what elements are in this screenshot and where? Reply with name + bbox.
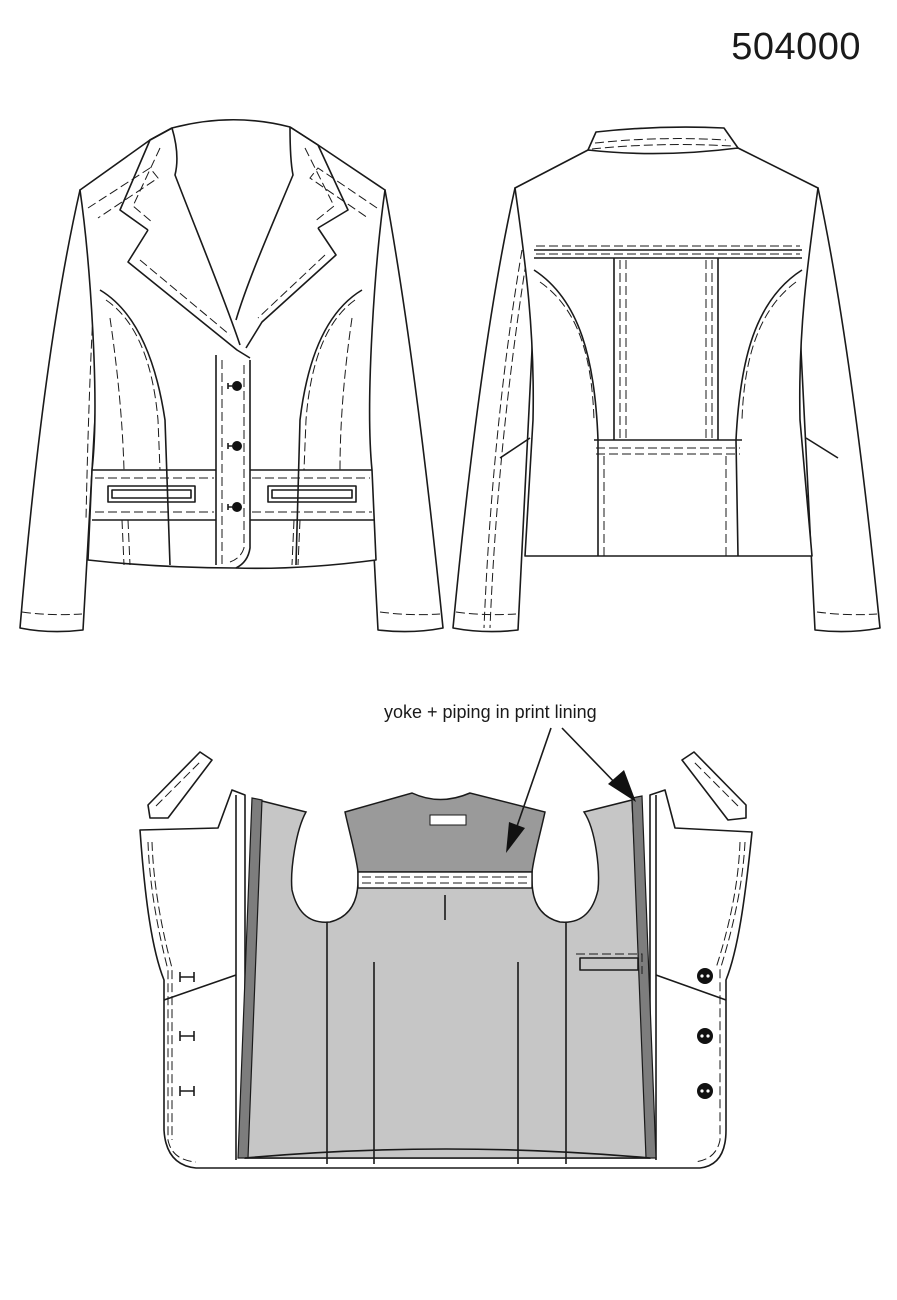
arrow-piping bbox=[608, 770, 636, 802]
inside-view bbox=[139, 751, 753, 1169]
jacket-shell bbox=[139, 789, 753, 1169]
arrow-yoke bbox=[506, 822, 525, 853]
welt-pocket bbox=[267, 485, 357, 503]
model-number: 504000 bbox=[731, 26, 861, 68]
buttonhole bbox=[179, 1031, 195, 1041]
piping-right bbox=[631, 795, 657, 1159]
back-right-sleeve bbox=[799, 187, 881, 633]
button bbox=[232, 502, 242, 512]
front-view bbox=[19, 118, 444, 633]
label-tag bbox=[429, 814, 467, 826]
buttonhole bbox=[179, 972, 195, 982]
callout-arrows bbox=[506, 727, 636, 853]
button bbox=[697, 1083, 713, 1099]
button bbox=[697, 1028, 713, 1044]
lining-yoke bbox=[344, 792, 546, 873]
neck-facing-band bbox=[357, 871, 533, 889]
welt-pocket bbox=[107, 485, 196, 503]
front-body bbox=[79, 118, 386, 570]
button bbox=[232, 381, 242, 391]
left-lapel-tip bbox=[147, 751, 213, 819]
inner-pocket bbox=[579, 957, 639, 971]
back-view bbox=[452, 126, 881, 633]
front-waistband bbox=[92, 469, 374, 521]
back-body bbox=[514, 147, 819, 557]
button bbox=[697, 968, 713, 984]
buttonhole bbox=[179, 1086, 195, 1096]
back-collar bbox=[587, 126, 739, 155]
button bbox=[232, 441, 242, 451]
right-lapel-tip bbox=[681, 751, 747, 821]
annotation-label: yoke + piping in print lining bbox=[384, 702, 597, 722]
